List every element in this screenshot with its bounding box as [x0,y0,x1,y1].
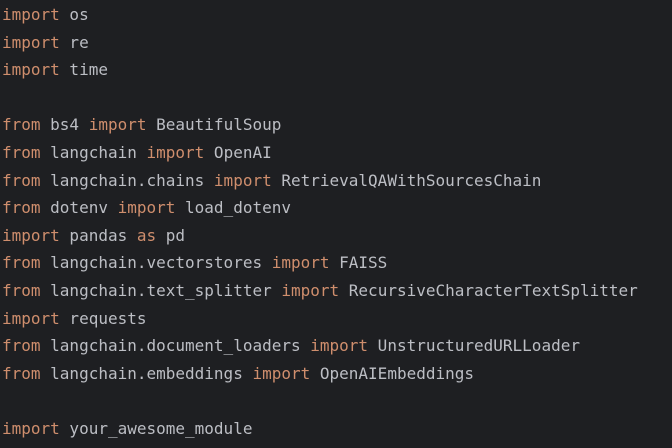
keyword-token: import [2,32,60,52]
keyword-token: from [2,336,41,356]
code-line[interactable]: import requests [2,305,672,333]
code-line[interactable]: from langchain.document_loaders import U… [2,332,672,360]
keyword-token: import [88,115,147,135]
keyword-token: from [2,253,41,273]
keyword-token: import [117,198,176,218]
code-line[interactable]: from langchain import OpenAI [2,139,672,167]
keyword-token: from [2,115,41,135]
code-token: dotenv [40,198,118,218]
keyword-token: from [2,142,41,162]
keyword-token: import [213,170,272,190]
code-token: langchain.document_loaders [40,336,311,356]
code-line[interactable]: from langchain.vectorstores import FAISS [2,249,672,277]
code-line[interactable]: from langchain.embeddings import OpenAIE… [2,360,672,388]
keyword-token: import [2,60,60,80]
keyword-token: import [281,280,340,300]
keyword-token: import [146,142,205,162]
code-token: UnstructuredURLLoader [368,336,580,356]
code-token: FAISS [329,253,388,273]
code-line[interactable]: from dotenv import load_dotenv [2,194,672,222]
keyword-token: import [2,5,60,24]
code-line[interactable]: import your_awesome_module [2,415,672,443]
code-token: load_dotenv [175,198,291,218]
keyword-token: import [271,253,330,273]
code-token: RecursiveCharacterTextSplitter [339,280,638,300]
code-line[interactable] [2,387,672,415]
keyword-token: from [2,363,41,383]
code-line[interactable]: from bs4 import BeautifulSoup [2,111,672,139]
keyword-token: import [310,336,369,356]
code-token: pd [156,225,186,245]
code-line[interactable]: import re [2,29,672,57]
code-token: os [59,5,89,24]
code-token: re [59,32,89,52]
keyword-token: from [2,280,41,300]
code-token: RetrievalQAWithSourcesChain [271,170,542,190]
code-token: time [59,60,108,80]
code-token: OpenAIEmbeddings [310,363,475,383]
code-line[interactable]: from langchain.chains import RetrievalQA… [2,167,672,195]
code-line[interactable]: from langchain.text_splitter import Recu… [2,277,672,305]
code-line[interactable]: import os [2,1,672,29]
keyword-token: as [136,225,157,245]
code-token: pandas [59,225,137,245]
code-token: langchain.chains [40,170,214,190]
code-token: requests [59,308,147,328]
keyword-token: import [2,418,60,438]
code-token: OpenAI [204,142,272,162]
code-token: langchain.vectorstores [40,253,272,273]
code-line[interactable]: import pandas as pd [2,222,672,250]
code-token: BeautifulSoup [146,115,282,135]
keyword-token: from [2,170,41,190]
code-token: langchain.text_splitter [40,280,282,300]
keyword-token: from [2,198,41,218]
code-token: your_awesome_module [59,418,253,438]
code-token: langchain [40,142,147,162]
code-token: bs4 [40,115,89,135]
keyword-token: import [252,363,311,383]
code-line[interactable] [2,84,672,112]
code-token: langchain.embeddings [40,363,253,383]
keyword-token: import [2,308,60,328]
keyword-token: import [2,225,60,245]
code-line[interactable]: import time [2,56,672,84]
